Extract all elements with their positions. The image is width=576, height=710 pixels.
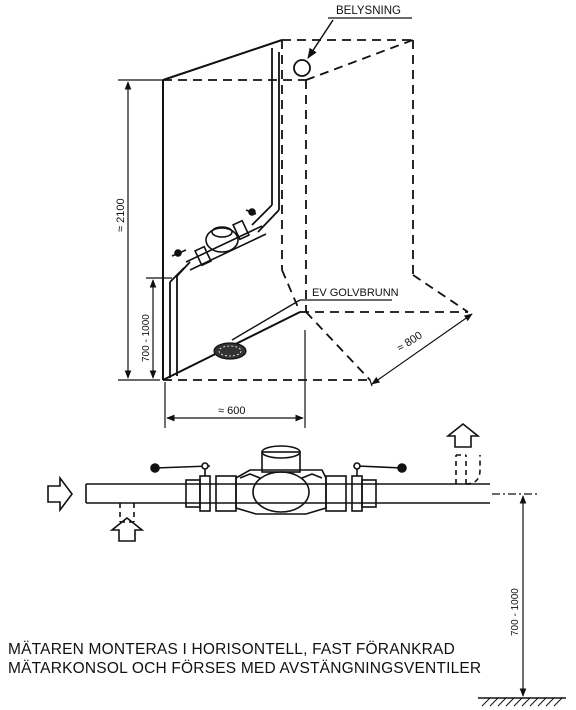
depth-dimension: [369, 313, 473, 387]
outlet-arrow-up-icon: [445, 422, 481, 448]
height-dimension-label: ≈ 2100: [115, 198, 127, 232]
floor-drain: [213, 299, 392, 360]
horizontal-meter-assembly: [85, 445, 490, 523]
floor-drain-label: EV GOLVBRUNN: [312, 287, 399, 299]
meter-height-dimension: [146, 277, 172, 379]
inlet-arrow-icon: [47, 475, 73, 513]
width-dimension: [164, 330, 306, 428]
meter-height-dimension-label: 700 - 1000: [141, 314, 152, 362]
branch-arrow-up-icon: [109, 516, 145, 542]
lighting-label: BELYSNING: [336, 5, 401, 17]
light-fixture: [293, 17, 412, 77]
height-dimension: [118, 79, 163, 381]
riser-pipes: [169, 48, 280, 378]
installation-caption: MÄTAREN MONTERAS I HORISONTELL, FAST FÖR…: [8, 640, 568, 678]
caption-line-2: MÄTARKONSOL OCH FÖRSES MED AVSTÄNGNINGSV…: [8, 660, 482, 677]
alcove-isometric: [162, 39, 469, 381]
wall-meter-assembly: [171, 208, 267, 271]
width-dimension-label: ≈ 600: [218, 405, 245, 417]
side-height-dimension-label: 700 - 1000: [510, 588, 521, 636]
caption-line-1: MÄTAREN MONTERAS I HORISONTELL, FAST FÖR…: [8, 641, 455, 658]
side-height-dimension: [478, 493, 566, 707]
